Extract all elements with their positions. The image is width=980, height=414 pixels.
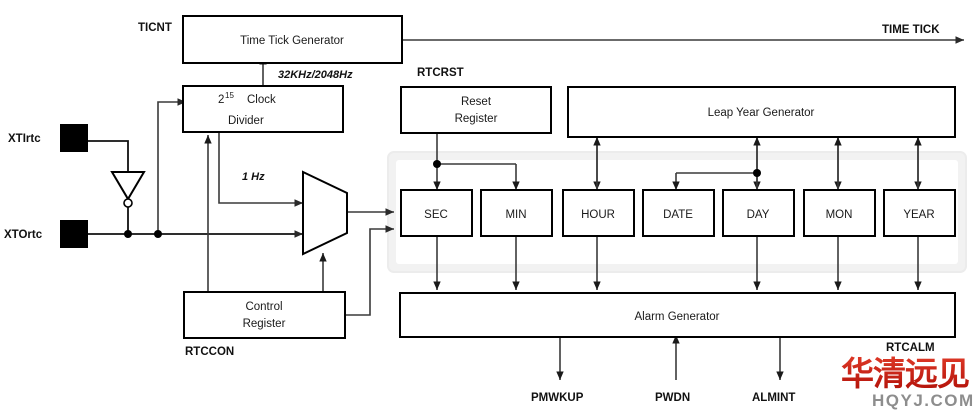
pad-xtirtc[interactable] (60, 124, 88, 152)
register-bank: SEC MIN HOUR DATE DAY MON YEAR (400, 189, 956, 237)
register-label-min: MIN (505, 209, 526, 221)
signal-label-pwdn: PWDN (655, 392, 690, 404)
block-label-alarm-generator: Alarm Generator (634, 311, 719, 323)
control-register-line1: Control (245, 301, 282, 313)
junction-dot-resetreg (433, 160, 441, 168)
inverter-gate (110, 171, 146, 201)
register-box-date[interactable] (642, 189, 715, 237)
signal-label-clock-freq: 32KHz/2048Hz (278, 69, 353, 81)
signal-label-time-tick: TIME TICK (882, 24, 940, 36)
multiplexer[interactable] (302, 170, 348, 256)
signal-label-one-hz: 1 Hz (242, 171, 265, 183)
block-time-tick-generator[interactable] (182, 15, 403, 64)
inverter-bubble (123, 198, 133, 208)
signal-label-almint: ALMINT (752, 392, 795, 404)
register-label-date: DATE (663, 209, 693, 221)
register-label-day: DAY (747, 209, 770, 221)
register-name-ticnt: TICNT (138, 22, 172, 34)
reset-register-line1: Reset (461, 96, 492, 108)
register-label-sec: SEC (424, 209, 448, 221)
block-leap-year-generator[interactable] (567, 86, 956, 138)
register-name-rtcrst: RTCRST (417, 67, 464, 79)
register-label-hour: HOUR (581, 209, 615, 221)
block-reset-register[interactable] (400, 86, 552, 134)
signal-label-pmwkup: PMWKUP (531, 392, 584, 404)
register-box-min[interactable] (480, 189, 553, 237)
register-box-day[interactable] (722, 189, 795, 237)
wire-divider-1hz-to-mux (218, 130, 303, 207)
register-name-rtccon: RTCCON (185, 346, 234, 358)
clock-divider-word-divider: Divider (228, 115, 264, 127)
clock-divider-word-clock: Clock (247, 94, 276, 106)
junction-dot-xtortc-divider (154, 230, 162, 238)
watermark-domain: HQYJ.COM (872, 391, 975, 410)
block-label-leap-year-generator: Leap Year Generator (708, 107, 815, 119)
clock-divider-base: 2 (218, 94, 224, 106)
pin-label-xtortc: XTOrtc (4, 229, 43, 241)
block-control-register[interactable] (183, 291, 346, 339)
register-box-year[interactable] (883, 189, 956, 237)
block-label-time-tick-generator: Time Tick Generator (240, 35, 344, 47)
block-alarm-generator[interactable] (399, 292, 956, 338)
control-register-line2: Register (243, 318, 286, 330)
junction-dot-xtortc-inverter (124, 230, 132, 238)
watermark-chinese: 华清远见 (841, 354, 969, 393)
wire-xtortc-to-divider (157, 98, 186, 234)
wire-ctrlreg-to-registers-2 (345, 225, 394, 316)
clock-divider-exponent: 15 (225, 91, 234, 100)
wire-xtirtc-to-inverter (88, 140, 129, 172)
watermark: 华清远见 HQYJ.COM (841, 354, 975, 410)
register-box-sec[interactable] (400, 189, 473, 237)
pad-xtortc[interactable] (60, 220, 88, 248)
block-clock-divider[interactable] (182, 85, 344, 133)
reset-register-line2: Register (455, 113, 498, 125)
pin-label-xtirtc: XTIrtc (8, 133, 41, 145)
register-label-year: YEAR (903, 209, 934, 221)
register-box-mon[interactable] (803, 189, 876, 237)
junction-dot-day (753, 169, 761, 177)
register-label-mon: MON (826, 209, 853, 221)
register-box-hour[interactable] (562, 189, 635, 237)
register-name-rtcalm: RTCALM (886, 342, 935, 354)
